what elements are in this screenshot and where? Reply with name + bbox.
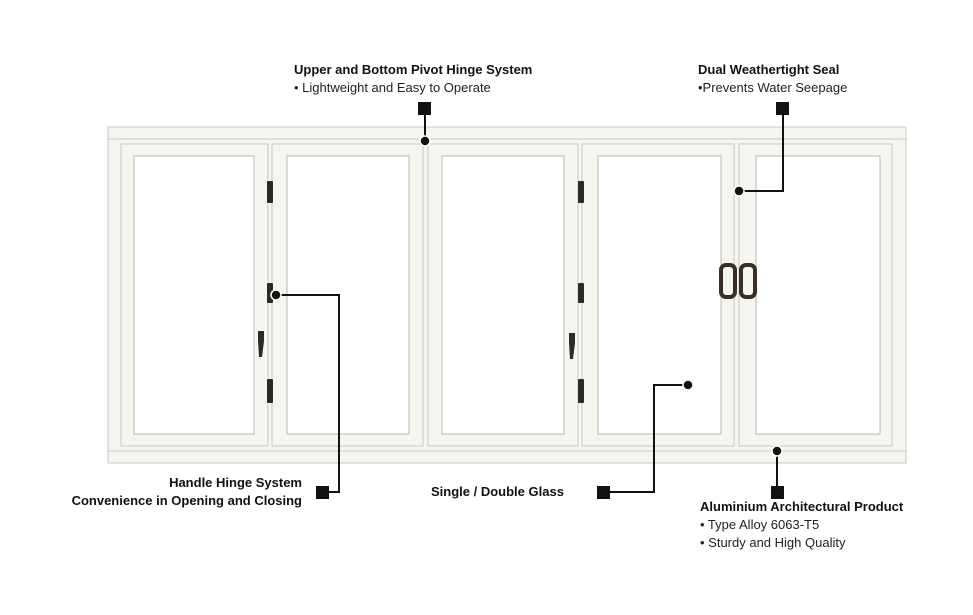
- callout-title: Aluminium Architectural Product: [700, 499, 904, 514]
- glass-pane-5: [755, 155, 881, 435]
- glass-pane-3: [441, 155, 565, 435]
- glass-pane-4: [597, 155, 722, 435]
- hinge-icon: [267, 181, 273, 203]
- hinge-icon: [578, 283, 584, 303]
- dot-marker-icon: [419, 135, 431, 147]
- callout-bullet: • Lightweight and Easy to Operate: [294, 80, 491, 95]
- handles: [258, 331, 575, 359]
- callout-bullet: •Prevents Water Seepage: [698, 80, 848, 95]
- square-marker-icon: [597, 486, 610, 499]
- square-marker-icon: [771, 486, 784, 499]
- hinges: [267, 181, 584, 403]
- callout-aluminium: Aluminium Architectural Product • Type A…: [700, 498, 903, 552]
- callout-weather-seal: Dual Weathertight Seal •Prevents Water S…: [698, 61, 847, 97]
- callout-title: Dual Weathertight Seal: [698, 62, 840, 77]
- handle-icon: [258, 331, 264, 357]
- leader-squares: [316, 102, 789, 499]
- hinge-icon: [578, 379, 584, 403]
- square-marker-icon: [418, 102, 431, 115]
- handle-icon: [569, 333, 575, 359]
- leader-glass: [606, 384, 688, 493]
- square-marker-icon: [776, 102, 789, 115]
- panel-1: [120, 143, 269, 447]
- pull-handles-icon: [719, 263, 757, 299]
- square-marker-icon: [316, 486, 329, 499]
- panel-2: [271, 143, 424, 447]
- leader-lines: [276, 110, 784, 493]
- dot-marker-icon: [682, 379, 694, 391]
- dot-marker-icon: [771, 445, 783, 457]
- glass-pane-1: [133, 155, 255, 435]
- hinge-icon: [578, 181, 584, 203]
- leader-handle-hinge: [276, 294, 340, 493]
- callout-subtitle: Convenience in Opening and Closing: [71, 493, 302, 508]
- panel-5: [738, 143, 893, 447]
- dot-marker-icon: [270, 289, 282, 301]
- callout-title: Single / Double Glass: [431, 484, 564, 499]
- hinge-icon: [267, 379, 273, 403]
- callout-handle-hinge: Handle Hinge System Convenience in Openi…: [72, 474, 302, 510]
- callout-title: Upper and Bottom Pivot Hinge System: [294, 62, 533, 77]
- panel-3: [427, 143, 579, 447]
- leader-dots: [270, 135, 783, 457]
- callout-bullet: • Type Alloy 6063-T5: [700, 517, 820, 532]
- panel-4: [581, 143, 735, 447]
- callout-glass: Single / Double Glass: [431, 483, 564, 501]
- callout-title: Handle Hinge System: [169, 475, 302, 490]
- leader-seal: [739, 110, 784, 192]
- callout-pivot-hinge: Upper and Bottom Pivot Hinge System • Li…: [294, 61, 532, 97]
- callout-bullet: • Sturdy and High Quality: [700, 535, 846, 550]
- dot-marker-icon: [733, 185, 745, 197]
